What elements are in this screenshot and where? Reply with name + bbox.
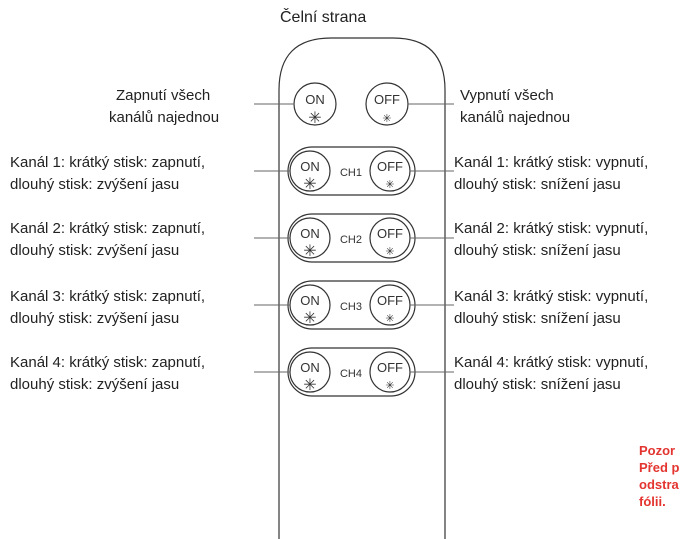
ch2-left-label: Kanál 2: krátký stisk: zapnutí,dlouhý st… [10, 220, 206, 259]
ch1-on-button[interactable]: ON✳ [289, 150, 331, 193]
brightness-down-icon: ✳ [382, 112, 391, 125]
on-label: ON [305, 92, 325, 107]
remote-body [278, 37, 446, 539]
off-label: OFF [377, 293, 403, 308]
ch4-off-button[interactable]: OFF ✳ [369, 351, 411, 393]
on-label: ON [300, 360, 320, 375]
all-off-button[interactable]: OFF ✳ [365, 82, 409, 126]
warning-note: Pozor Před p odstra fólii. [639, 443, 680, 509]
brightness-down-icon: ✳ [385, 245, 394, 258]
on-label: ON [300, 226, 320, 241]
brightness-down-icon: ✳ [385, 379, 394, 392]
off-label: OFF [377, 159, 403, 174]
all-off-label: Vypnutí všech kanálů najednou [460, 87, 571, 126]
on-label: ON [300, 159, 320, 174]
ch3-off-button[interactable]: OFF ✳ [369, 284, 411, 326]
brightness-up-icon: ✳ [303, 174, 316, 193]
off-label: OFF [374, 92, 400, 107]
ch4-left-label: Kanál 4: krátký stisk: zapnutí,dlouhý st… [10, 354, 206, 393]
channel-1-group: ON✳OFF✳CH1 [254, 146, 454, 196]
brightness-up-icon: ✳ [303, 375, 316, 394]
ch3-left-label: Kanál 3: krátký stisk: zapnutí,dlouhý st… [10, 288, 206, 327]
channel-label: CH1 [340, 167, 362, 179]
page-title: Čelní strana [280, 9, 367, 26]
brightness-down-icon: ✳ [385, 312, 394, 325]
channel-2-group: ON✳OFF✳CH2 [254, 213, 454, 263]
ch4-right-label: Kanál 4: krátký stisk: vypnutí,dlouhý st… [454, 354, 649, 393]
brightness-up-icon: ✳ [303, 241, 316, 260]
ch2-right-label: Kanál 2: krátký stisk: vypnutí,dlouhý st… [454, 220, 649, 259]
channel-3-group: ON✳OFF✳CH3 [254, 280, 454, 330]
ch3-right-label: Kanál 3: krátký stisk: vypnutí,dlouhý st… [454, 288, 649, 327]
all-on-label: Zapnutí všech kanálů najednou [109, 87, 220, 126]
channel-label: CH3 [340, 301, 362, 313]
off-label: OFF [377, 226, 403, 241]
channel-label: CH2 [340, 234, 362, 246]
ch1-off-button[interactable]: OFF ✳ [369, 150, 411, 192]
brightness-down-icon: ✳ [385, 178, 394, 191]
ch1-left-label: Kanál 1: krátký stisk: zapnutí,dlouhý st… [10, 154, 206, 193]
channel-label: CH4 [340, 368, 362, 380]
ch3-on-button[interactable]: ON✳ [289, 284, 331, 327]
brightness-up-icon: ✳ [303, 308, 316, 327]
channel-4-group: ON✳OFF✳CH4 [254, 347, 454, 397]
ch2-on-button[interactable]: ON✳ [289, 217, 331, 260]
ch2-off-button[interactable]: OFF ✳ [369, 217, 411, 259]
off-label: OFF [377, 360, 403, 375]
ch1-right-label: Kanál 1: krátký stisk: vypnutí,dlouhý st… [454, 154, 649, 193]
brightness-up-icon: ✳ [308, 108, 321, 127]
ch4-on-button[interactable]: ON✳ [289, 351, 331, 394]
on-label: ON [300, 293, 320, 308]
all-on-button[interactable]: ON ✳ [293, 82, 337, 127]
